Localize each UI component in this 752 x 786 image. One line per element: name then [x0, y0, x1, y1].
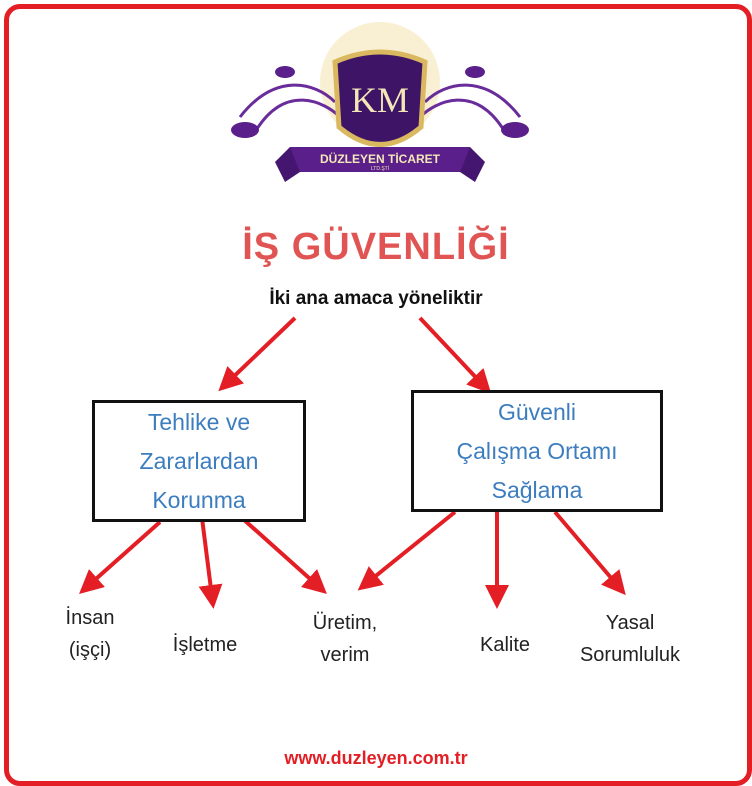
arrow	[357, 510, 457, 591]
arrow	[218, 316, 297, 392]
outcome-production: Üretim, verim	[290, 607, 400, 671]
goal-box-safe-environment: Güvenli Çalışma Ortamı Sağlama	[411, 390, 663, 512]
logo-monogram: KM	[351, 80, 409, 120]
page-frame	[4, 4, 752, 786]
arrow	[79, 520, 162, 594]
outcome-line: İnsan	[65, 607, 115, 629]
outcome-line: verim	[320, 644, 370, 666]
subtitle: İki ana amaca yöneliktir	[269, 288, 483, 309]
goal-line: Tehlike ve	[147, 408, 251, 435]
outcome-human: İnsan (işçi)	[40, 602, 140, 666]
outcome-business: İşletme	[155, 629, 255, 661]
outcome-line: Yasal	[605, 612, 655, 634]
arrow	[240, 516, 327, 595]
outcome-line: İşletme	[172, 634, 238, 656]
goal-line: Güvenli	[498, 398, 576, 425]
outcome-legal: Yasal Sorumluluk	[560, 607, 700, 671]
website-link[interactable]: www.duzleyen.com.tr	[284, 748, 468, 768]
outcome-line: (işçi)	[68, 639, 112, 661]
outcome-line: Sorumluluk	[579, 644, 681, 666]
svg-text:DÜZLEYEN TİCARET: DÜZLEYEN TİCARET	[320, 151, 441, 166]
page-title: İŞ GÜVENLİĞİ	[242, 226, 510, 268]
arrow	[553, 510, 626, 596]
arrow	[418, 316, 492, 394]
company-logo: KM DÜZLEYEN TİCARET LTD.ŞTİ	[231, 22, 529, 182]
arrow	[198, 517, 223, 609]
outcome-quality: Kalite	[455, 629, 555, 661]
goal-line: Çalışma Ortamı	[456, 437, 618, 464]
goal-line: Korunma	[152, 486, 246, 513]
goal-box-protection: Tehlike ve Zararlardan Korunma	[92, 400, 306, 522]
outcome-line: Kalite	[479, 634, 531, 656]
outcome-line: Üretim,	[312, 612, 378, 634]
goal-line: Zararlardan	[139, 447, 259, 474]
goal-line: Sağlama	[491, 476, 583, 503]
svg-text:LTD.ŞTİ: LTD.ŞTİ	[371, 165, 389, 172]
